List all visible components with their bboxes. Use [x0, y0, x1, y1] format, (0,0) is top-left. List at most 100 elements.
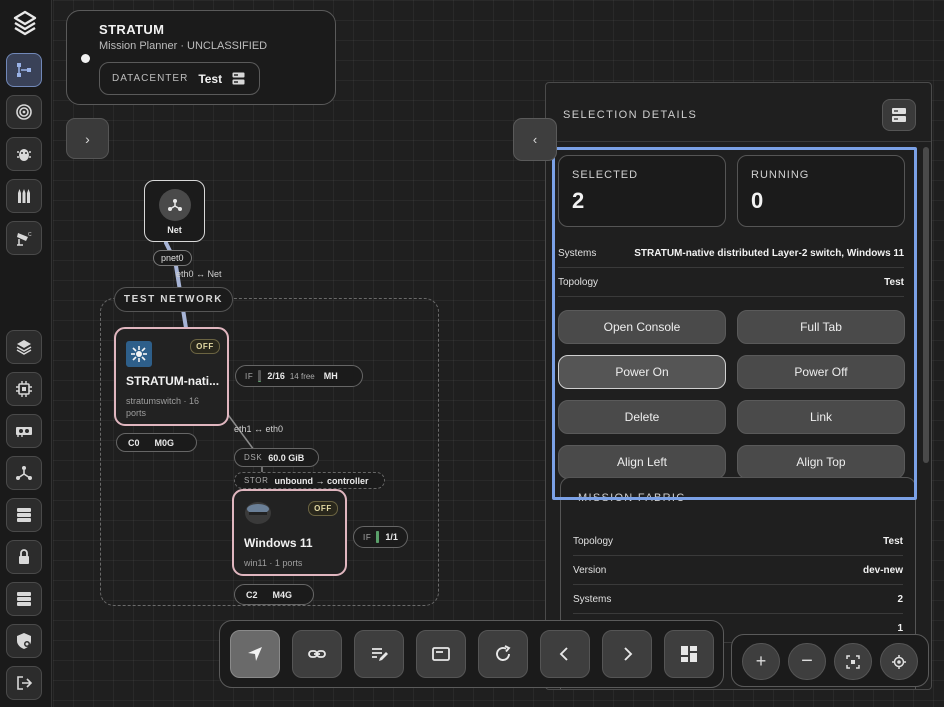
network-group-title[interactable]: TEST NETWORK — [114, 287, 233, 312]
app-subtitle: Mission Planner · UNCLASSIFIED — [99, 40, 268, 52]
disk-label: DSK — [244, 453, 263, 462]
if-usage-bar — [258, 370, 262, 382]
window-icon — [431, 644, 451, 664]
rail-button-cctv[interactable]: C — [6, 221, 42, 255]
rail-button-bug[interactable] — [6, 137, 42, 171]
rail-button-ammo[interactable] — [6, 179, 42, 213]
datacenter-value: Test — [198, 71, 223, 86]
full-tab-button[interactable]: Full Tab — [737, 310, 905, 344]
layers-icon — [15, 338, 33, 356]
rail-button-target[interactable] — [6, 95, 42, 129]
if-value: 1/1 — [385, 532, 398, 542]
panel-title: SELECTION DETAILS — [563, 109, 698, 121]
center-view-icon — [892, 654, 906, 669]
zoom-out-icon: − — [801, 650, 813, 672]
storage-value: unbound → controller — [274, 475, 369, 486]
cpu-count: C2 — [246, 589, 258, 600]
link-tool-button[interactable] — [292, 630, 342, 678]
rail-button-server[interactable] — [6, 582, 42, 616]
panel-scrollbar[interactable] — [923, 147, 929, 463]
rail-button-logout[interactable] — [6, 666, 42, 700]
power-on-button[interactable]: Power On — [558, 355, 726, 389]
center-view-button[interactable] — [880, 643, 918, 680]
refresh-tool-button[interactable] — [478, 630, 528, 678]
rail-button-shield[interactable] — [6, 624, 42, 658]
fit-view-button[interactable] — [834, 643, 872, 680]
windows-interfaces-chip[interactable]: IF 1/1 — [353, 526, 408, 548]
zoom-toolbar: +− — [731, 634, 929, 687]
previous-tool-button[interactable] — [540, 630, 590, 678]
power-off-button[interactable]: Power Off — [737, 355, 905, 389]
window-tool-button[interactable] — [416, 630, 466, 678]
shield-icon — [15, 632, 33, 650]
network-group-box[interactable] — [100, 298, 439, 606]
bug-icon — [15, 145, 33, 163]
panel-server-button[interactable] — [882, 99, 916, 131]
cpu-icon — [15, 380, 33, 398]
row-value: dev-new — [862, 565, 903, 576]
delete-button[interactable]: Delete — [558, 400, 726, 434]
header-card: STRATUM Mission Planner · UNCLASSIFIED D… — [66, 10, 336, 105]
annotate-tool-button[interactable] — [354, 630, 404, 678]
if-label: IF — [363, 532, 372, 542]
if-mode: MH — [323, 371, 338, 381]
ammo-icon — [15, 187, 33, 205]
net-port-chip[interactable]: pnet0 — [153, 250, 192, 266]
stratum-logo-icon[interactable] — [12, 10, 38, 36]
rail-button-network[interactable] — [6, 456, 42, 490]
running-value: 0 — [751, 188, 764, 213]
row-key: Topology — [573, 536, 614, 547]
windows-node[interactable]: OFF Windows 11 win11 · 1 ports — [232, 489, 347, 576]
selection-details-panel: SELECTION DETAILS SELECTED 2 RUNNING 0 S… — [545, 82, 932, 690]
datacenter-selector[interactable]: DATACENTER Test — [99, 62, 260, 95]
align-left-button[interactable]: Align Left — [558, 445, 726, 479]
disk-value: 60.0 GiB — [268, 452, 305, 463]
net-node[interactable]: Net — [144, 180, 205, 242]
switch-icon — [126, 341, 152, 367]
disk-chip[interactable]: DSK 60.0 GiB — [234, 448, 319, 467]
windows-state-badge: OFF — [308, 501, 338, 516]
select-tool-button[interactable] — [230, 630, 280, 678]
layout-icon — [679, 644, 699, 664]
rail-button-cpu[interactable] — [6, 372, 42, 406]
operating-system-icon — [245, 502, 271, 524]
expand-left-panel-button[interactable]: › — [66, 118, 109, 159]
row-value: 1 — [897, 623, 903, 634]
windows-resources-chip[interactable]: C2 M4G — [234, 584, 314, 605]
storage-chip[interactable]: STOR unbound → controller — [234, 472, 385, 489]
zoom-out-button[interactable]: − — [788, 643, 826, 680]
lock-icon — [15, 548, 33, 566]
rail-button-server[interactable] — [6, 498, 42, 532]
link-button[interactable]: Link — [737, 400, 905, 434]
rail-button-layers[interactable] — [6, 330, 42, 364]
zoom-in-button[interactable]: + — [742, 643, 780, 680]
next-icon — [617, 644, 637, 664]
rail-button-topology[interactable] — [6, 53, 42, 87]
switch-link-label: eth1 ↔ eth0 — [234, 424, 284, 434]
svg-text:C: C — [28, 232, 32, 238]
switch-node[interactable]: OFF STRATUM-nati... stratumswitch · 16 p… — [114, 327, 229, 426]
rail-button-lock[interactable] — [6, 540, 42, 574]
systems-row: Systems STRATUM-native distributed Layer… — [558, 240, 904, 268]
rail-button-gpu[interactable] — [6, 414, 42, 448]
collapse-panel-button[interactable]: ‹ — [513, 118, 557, 161]
layout-tool-button[interactable] — [664, 630, 714, 678]
link-icon — [307, 644, 327, 664]
open-console-button[interactable]: Open Console — [558, 310, 726, 344]
network-hub-icon — [159, 189, 191, 221]
switch-interfaces-chip[interactable]: IF 2/16 14 free MH — [235, 365, 363, 387]
storage-label: STOR — [244, 476, 269, 485]
switch-resources-chip[interactable]: C0 M0G — [116, 433, 197, 452]
row-value: Test — [884, 277, 904, 288]
next-tool-button[interactable] — [602, 630, 652, 678]
align-top-button[interactable]: Align Top — [737, 445, 905, 479]
panel-divider — [546, 141, 931, 142]
status-dot — [81, 54, 90, 63]
if-free: 14 free — [289, 371, 315, 381]
if-usage-fill — [376, 531, 380, 543]
selected-value: 2 — [572, 188, 585, 213]
annotate-icon — [369, 644, 389, 664]
bottom-toolbar — [219, 620, 724, 688]
